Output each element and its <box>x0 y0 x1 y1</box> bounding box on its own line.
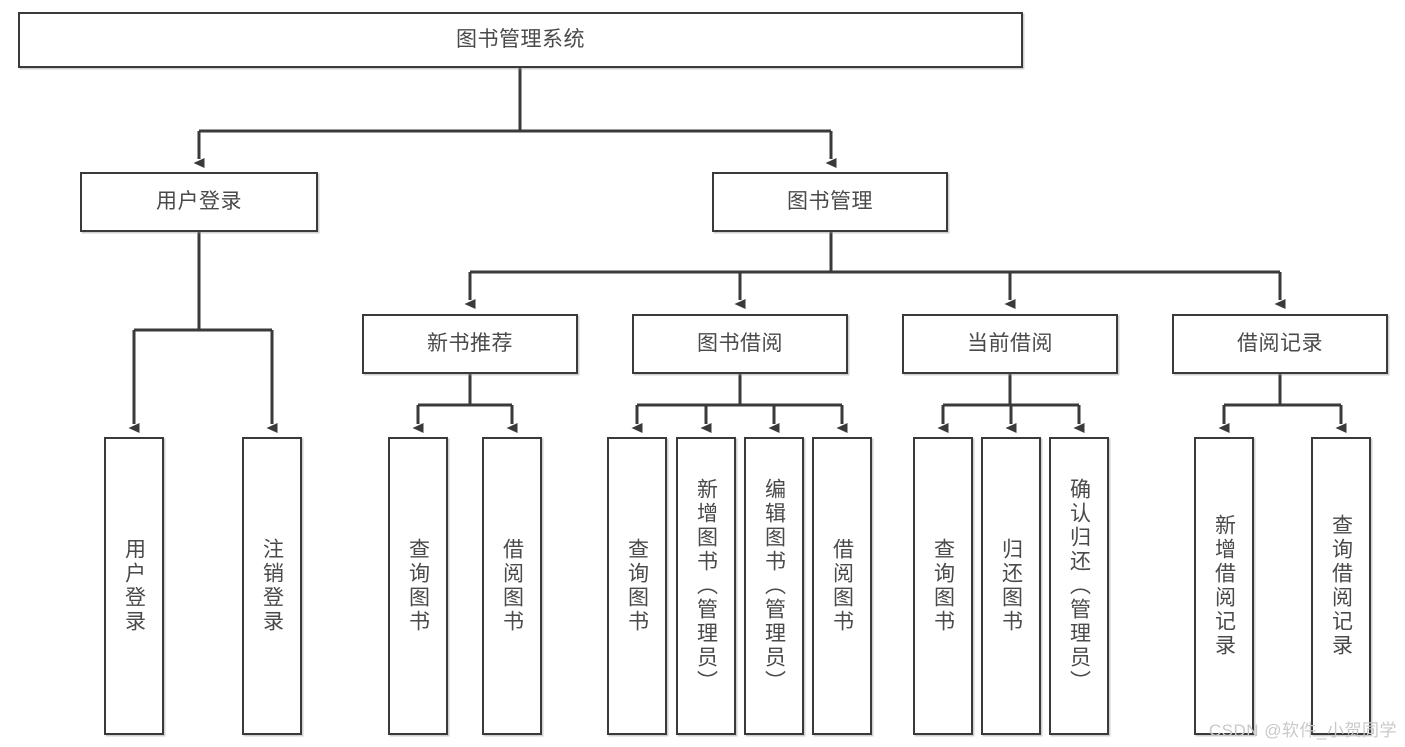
leaf-logout-label: 注销登录 <box>260 538 284 634</box>
leaf-record-query-record[interactable]: 查询借阅记录 <box>1311 437 1371 735</box>
leaf-record-add-record-label: 新增借阅记录 <box>1212 514 1236 658</box>
node-current-borrow-label: 当前借阅 <box>967 331 1053 355</box>
leaf-borrow-add-book[interactable]: 新增图书（管理员） <box>676 437 736 735</box>
leaf-current-confirm-return[interactable]: 确认归还（管理员） <box>1049 437 1109 735</box>
leaf-user-login-label: 用户登录 <box>122 538 146 634</box>
node-book-borrow[interactable]: 图书借阅 <box>632 314 848 374</box>
leaf-current-return-book[interactable]: 归还图书 <box>981 437 1041 735</box>
leaf-borrow-edit-book[interactable]: 编辑图书（管理员） <box>744 437 804 735</box>
node-book-management[interactable]: 图书管理 <box>712 172 948 232</box>
leaf-borrow-query-book[interactable]: 查询图书 <box>607 437 667 735</box>
leaf-logout[interactable]: 注销登录 <box>242 437 302 735</box>
csdn-watermark: CSDN @软件_小贺同学 <box>1208 721 1397 740</box>
leaf-borrow-edit-book-label: 编辑图书（管理员） <box>762 478 786 694</box>
leaf-borrow-borrow-book[interactable]: 借阅图书 <box>812 437 872 735</box>
leaf-record-add-record[interactable]: 新增借阅记录 <box>1194 437 1254 735</box>
leaf-current-query-book-label: 查询图书 <box>931 538 955 634</box>
node-root-label: 图书管理系统 <box>456 27 585 51</box>
node-borrow-record[interactable]: 借阅记录 <box>1172 314 1388 374</box>
leaf-current-query-book[interactable]: 查询图书 <box>913 437 973 735</box>
leaf-newbook-borrow-book-label: 借阅图书 <box>500 538 524 634</box>
node-current-borrow[interactable]: 当前借阅 <box>902 314 1118 374</box>
leaf-user-login[interactable]: 用户登录 <box>104 437 164 735</box>
leaf-borrow-borrow-book-label: 借阅图书 <box>830 538 854 634</box>
node-user-login[interactable]: 用户登录 <box>80 172 318 232</box>
node-root[interactable]: 图书管理系统 <box>18 12 1023 68</box>
leaf-newbook-borrow-book[interactable]: 借阅图书 <box>482 437 542 735</box>
node-new-book-recommend-label: 新书推荐 <box>427 331 513 355</box>
leaf-record-query-record-label: 查询借阅记录 <box>1329 514 1353 658</box>
leaf-borrow-add-book-label: 新增图书（管理员） <box>694 478 718 694</box>
node-borrow-record-label: 借阅记录 <box>1237 331 1323 355</box>
leaf-newbook-query-book-label: 查询图书 <box>406 538 430 634</box>
node-book-borrow-label: 图书借阅 <box>697 331 783 355</box>
leaf-borrow-query-book-label: 查询图书 <box>625 538 649 634</box>
node-book-management-label: 图书管理 <box>787 189 873 213</box>
node-new-book-recommend[interactable]: 新书推荐 <box>362 314 578 374</box>
leaf-newbook-query-book[interactable]: 查询图书 <box>388 437 448 735</box>
leaf-current-return-book-label: 归还图书 <box>999 538 1023 634</box>
leaf-current-confirm-return-label: 确认归还（管理员） <box>1067 478 1091 694</box>
node-user-login-label: 用户登录 <box>156 189 242 213</box>
